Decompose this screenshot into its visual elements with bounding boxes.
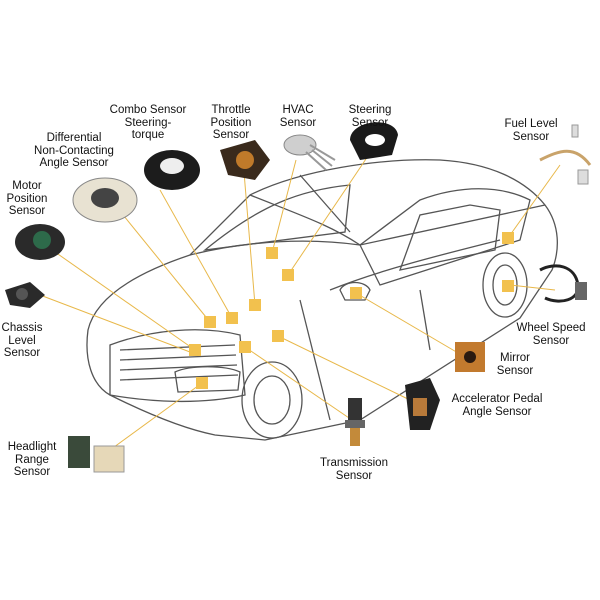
leader-fuel [507,164,561,239]
marker-hvac [266,247,278,259]
wheel-sensor-part [539,264,587,303]
chassis-sensor-part [5,282,45,308]
leader-headlight [109,382,203,451]
marker-combo [226,312,238,324]
marker-mirror [350,287,362,299]
wheels [241,252,528,439]
leader-differential [114,204,211,323]
differential-sensor-part [72,177,138,223]
hvac-sensor-part [283,134,336,171]
leader-transmission [244,346,353,421]
marker-throttle [249,299,261,311]
marker-headlight [196,377,208,389]
car-outline [86,159,558,441]
markers [189,232,514,389]
marker-differential [204,316,216,328]
throttle-sensor-part [220,140,270,180]
headlight-sensor-part [68,436,125,473]
leader-steering [287,149,373,276]
label-wheel-speed-sensor: Wheel Speed Sensor [516,322,586,347]
combo-sensor-part [144,150,200,190]
motor-sensor-part [15,224,65,260]
marker-pedal [272,330,284,342]
leader-hvac [271,159,297,254]
label-steering-sensor: Steering Sensor [348,104,392,129]
label-accelerator-pedal-sensor: Accelerator Pedal Angle Sensor [451,393,543,418]
leader-mirror [355,292,471,361]
label-hvac-sensor: HVAC Sensor [279,104,317,129]
leader-wheel [509,284,556,291]
leader-chassis [39,294,191,353]
marker-fuel [502,232,514,244]
leader-combo [159,189,233,319]
label-mirror-sensor: Mirror Sensor [496,352,534,377]
label-chassis-level-sensor: Chassis Level Sensor [1,322,43,359]
leader-motor [44,244,196,351]
leader-pedal [277,335,411,401]
label-headlight-range-sensor: Headlight Range Sensor [7,441,57,478]
steering-sensor-part [350,122,398,160]
label-throttle-sensor: Throttle Position Sensor [210,104,252,141]
pedal-sensor-part [405,378,440,430]
label-motor-position-sensor: Motor Position Sensor [6,180,48,217]
leader-lines [39,149,561,451]
fuel-sensor-part [539,124,592,185]
label-combo-sensor: Combo Sensor Steering- torque [109,104,187,141]
leader-throttle [242,159,256,306]
marker-wheel [502,280,514,292]
transmission-sensor-part [345,398,365,446]
marker-transmission [239,341,251,353]
sensor-parts [5,122,592,473]
marker-steering [282,269,294,281]
label-fuel-level-sensor: Fuel Level Sensor [504,118,558,143]
mirror-sensor-part [455,342,485,372]
label-differential-sensor: Differential Non-Contacting Angle Sensor [34,132,114,169]
label-transmission-sensor: Transmission Sensor [320,457,388,482]
marker-chassis [189,344,201,356]
